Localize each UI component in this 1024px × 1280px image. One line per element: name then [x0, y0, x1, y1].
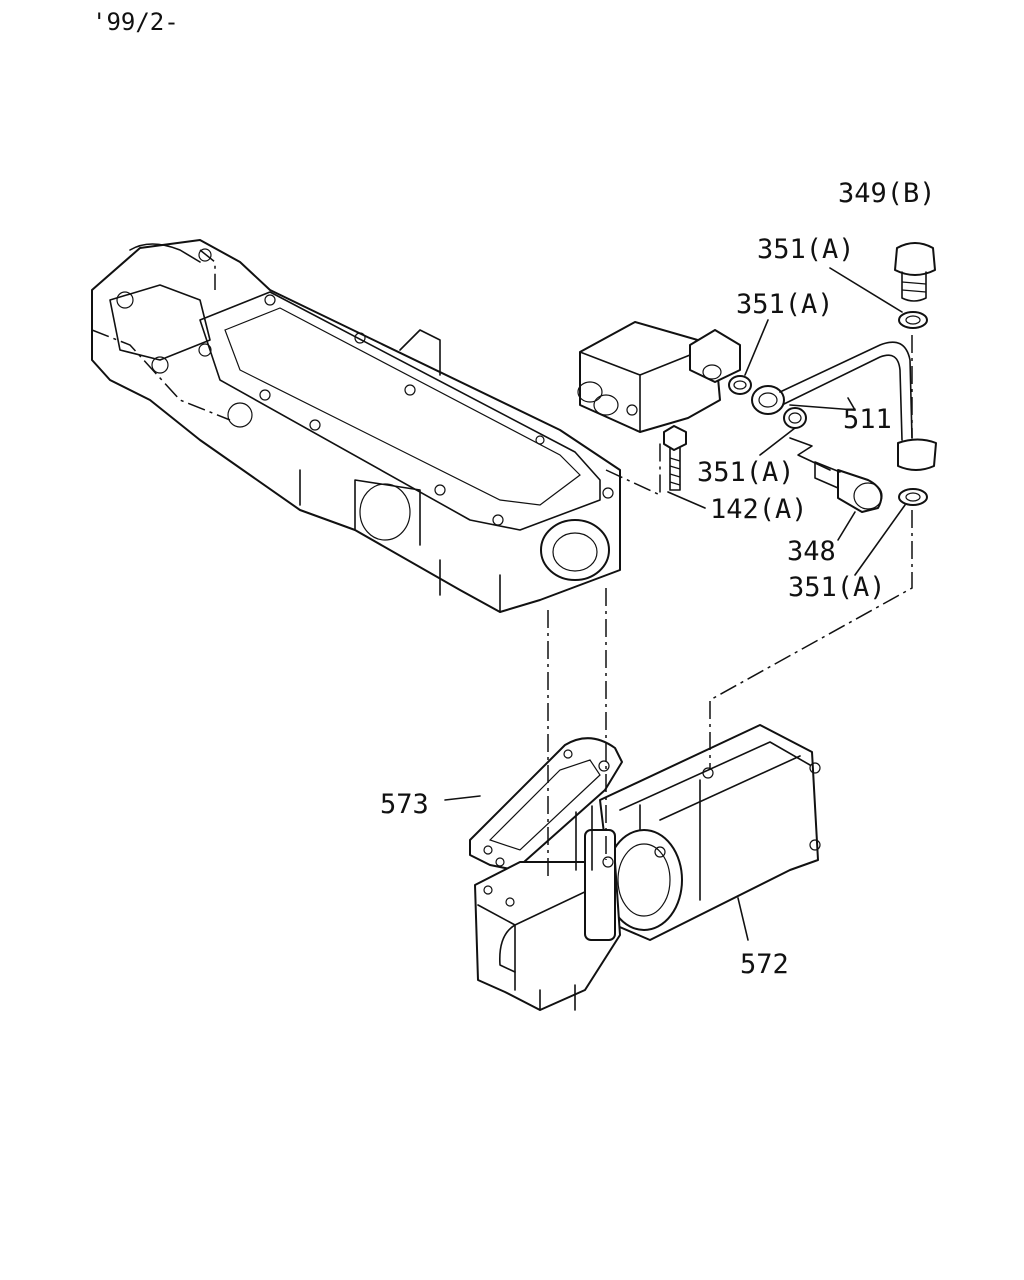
valve-body: [91, 239, 621, 613]
washer-upper: [728, 375, 752, 395]
bolt-142a: [663, 425, 687, 491]
actuator-572: [474, 724, 821, 1011]
callout-572: 572: [740, 949, 789, 980]
date-code: '99/2-: [92, 8, 179, 36]
callout-351a-2: 351(A): [736, 289, 834, 320]
leader-lines: [444, 267, 906, 941]
callout-labels: 349(B) 351(A) 351(A) 511 351(A) 142(A) 3…: [380, 178, 936, 980]
washer-top: [898, 311, 928, 329]
callout-348: 348: [787, 536, 836, 567]
pipe-nut: [897, 438, 937, 471]
plug-349b: [894, 242, 936, 302]
callout-349b: 349(B): [838, 178, 936, 209]
callout-351a-4: 351(A): [788, 572, 886, 603]
banjo-fitting: [751, 385, 785, 415]
union-348: [814, 461, 883, 513]
alignment-lines: [547, 335, 913, 880]
callout-573: 573: [380, 789, 429, 820]
callout-351a-3: 351(A): [697, 457, 795, 488]
callout-351a-1: 351(A): [757, 234, 855, 265]
pipe-511: [779, 341, 913, 441]
washer-low: [898, 488, 928, 506]
callout-142a: 142(A): [710, 494, 808, 525]
pilot-block: [577, 321, 741, 433]
callout-511: 511: [843, 404, 892, 435]
washer-mid: [783, 407, 807, 429]
